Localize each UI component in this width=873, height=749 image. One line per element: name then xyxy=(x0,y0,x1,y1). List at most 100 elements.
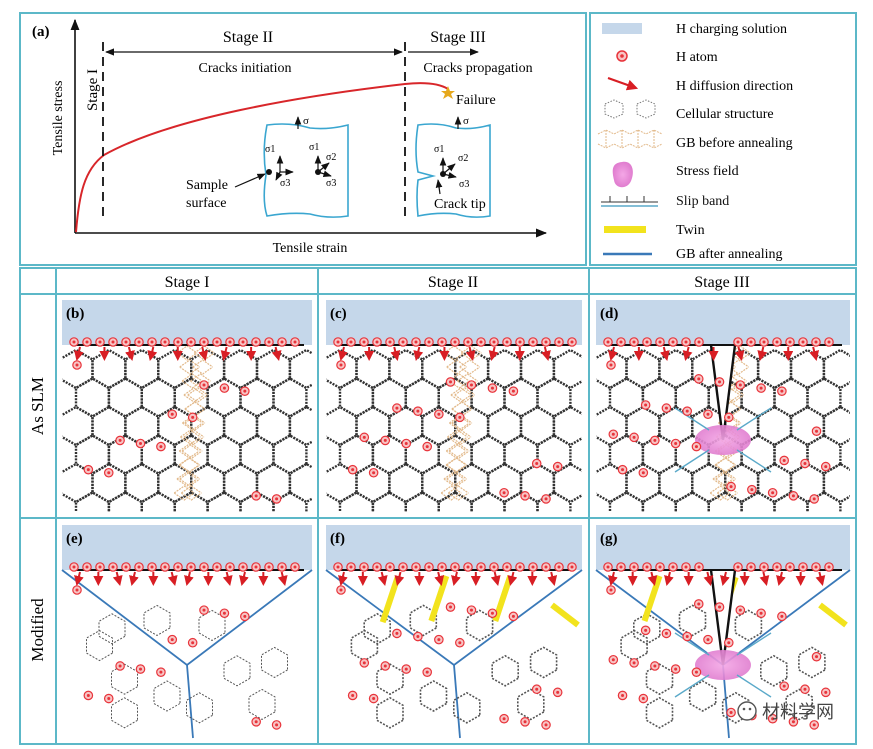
h-atom-core xyxy=(228,340,232,344)
wechat-icon-dot xyxy=(742,707,746,711)
h-atom-core xyxy=(609,363,613,367)
legend-label-slip: Slip band xyxy=(676,194,729,209)
h-atom-core xyxy=(644,403,648,407)
cell xyxy=(721,691,750,724)
h-atom-core xyxy=(275,497,279,501)
h-diffusion-arrow-icon xyxy=(607,76,639,91)
legend-row-twin: Twin xyxy=(604,223,705,238)
legend-row-solution: H charging solution xyxy=(602,22,787,37)
cell xyxy=(388,462,424,504)
h-atom-core xyxy=(544,497,548,501)
cell xyxy=(760,654,788,687)
cell xyxy=(98,613,126,645)
h-atom-core xyxy=(189,340,193,344)
h-atom-core xyxy=(202,340,206,344)
h-diffusion-arrow xyxy=(647,571,658,586)
h-atom-core xyxy=(697,602,701,606)
h-atom-core xyxy=(619,340,623,344)
h-atom-core xyxy=(645,340,649,344)
h-diffusion-arrow xyxy=(757,346,768,361)
h-atom-core xyxy=(814,565,818,569)
h-diffusion-arrow xyxy=(541,346,551,361)
sigma-2-stage-2b: σ2 xyxy=(326,152,336,163)
h-atom-core xyxy=(685,409,689,413)
h-atom-core xyxy=(124,340,128,344)
h-atom-core xyxy=(416,635,420,639)
h-atom-core xyxy=(280,565,284,569)
sigma-3-stage-2b: σ3 xyxy=(326,178,336,189)
cracks-propagation-label: Cracks propagation xyxy=(423,61,532,76)
cell xyxy=(596,405,628,447)
h-atom-core xyxy=(502,717,506,721)
h-atom-core xyxy=(163,340,167,344)
h-atom-core xyxy=(620,54,624,58)
cell xyxy=(822,348,850,390)
h-atom-core xyxy=(202,608,206,612)
h-diffusion-arrow xyxy=(74,571,84,586)
h-atom-core xyxy=(556,690,560,694)
h-atom-core xyxy=(86,468,90,472)
h-diffusion-arrow xyxy=(809,346,820,361)
h-diffusion-arrow xyxy=(271,346,282,361)
h-atom-core xyxy=(523,720,527,724)
h-atom-core xyxy=(243,389,247,393)
h-atom-core xyxy=(351,693,355,697)
h-diffusion-arrow xyxy=(377,571,388,586)
h-atom-core xyxy=(531,340,535,344)
panel-g xyxy=(595,525,851,739)
h-atom-core xyxy=(159,445,163,449)
h-atom-core xyxy=(664,631,668,635)
h-atom-core xyxy=(788,340,792,344)
h-atom-core xyxy=(85,565,89,569)
sample-sketch-stage-2 xyxy=(263,123,349,218)
h-atom-core xyxy=(339,363,343,367)
gb-before-annealing xyxy=(173,345,206,501)
h-diffusion-arrow xyxy=(74,346,84,361)
col-header-stage-1: Stage I xyxy=(165,274,210,291)
h-atom-core xyxy=(606,340,610,344)
h-atom-core xyxy=(653,664,657,668)
h-atom-core xyxy=(490,611,494,615)
legend-row-cellular: Cellular structure xyxy=(604,99,774,122)
h-atom-core xyxy=(362,435,366,439)
h-atom-core xyxy=(815,655,819,659)
sigma-3-stage-2a: σ3 xyxy=(280,178,290,189)
twin xyxy=(428,575,450,622)
h-atom-core xyxy=(414,340,418,344)
h-atom-core xyxy=(254,494,258,498)
stage-3-label: Stage III xyxy=(430,29,486,46)
h-atom-core xyxy=(72,565,76,569)
cell xyxy=(645,696,674,729)
h-diffusion-arrow xyxy=(220,346,231,361)
panel-d xyxy=(596,300,850,512)
h-atom-core xyxy=(544,565,548,569)
cell xyxy=(486,405,523,447)
h-atom-core xyxy=(505,565,509,569)
h-atom-core xyxy=(685,635,689,639)
cellular-structure-icon xyxy=(604,99,656,119)
y-axis-label: Tensile stress xyxy=(51,81,66,156)
h-atom-core xyxy=(170,412,174,416)
h-atom-core xyxy=(222,386,226,390)
panel-e xyxy=(61,525,313,739)
h-atom-core xyxy=(824,690,828,694)
h-atom-core xyxy=(243,614,247,618)
legend-row-h-atom: H atom xyxy=(616,50,718,65)
h-atom-core xyxy=(750,488,754,492)
h-atom-core xyxy=(469,383,473,387)
h-atom-core xyxy=(458,641,462,645)
h-atom-core xyxy=(401,340,405,344)
cell xyxy=(143,604,171,636)
watermark: 材料学网 xyxy=(737,701,834,723)
h-atom-core xyxy=(85,340,89,344)
h-atom-core xyxy=(535,462,539,466)
wechat-icon xyxy=(737,701,757,721)
cell xyxy=(536,377,572,418)
gb-before-annealing xyxy=(440,345,473,501)
h-atom-core xyxy=(98,340,102,344)
cell xyxy=(272,377,308,418)
h-atom-core xyxy=(349,340,353,344)
h-atom-core xyxy=(427,340,431,344)
h-diffusion-arrow xyxy=(184,571,194,586)
h-atom-core xyxy=(275,723,279,727)
